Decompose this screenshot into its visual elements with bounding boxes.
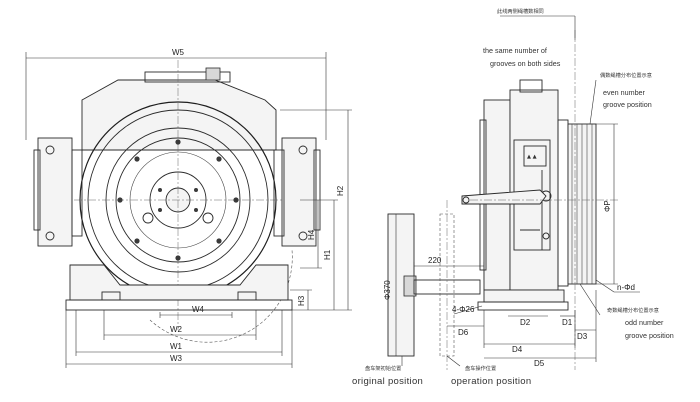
note-even-grooves: 偶数绳槽分布位置示意 even number groove position: [589, 71, 652, 125]
svg-text:此线两侧绳槽数相同: 此线两侧绳槽数相同: [497, 7, 544, 15]
svg-text:original position: original position: [352, 376, 423, 387]
note-operation-position: 盘车操作位置 operation position: [446, 355, 531, 387]
dim-220: 220: [428, 256, 442, 265]
dim-W1: W1: [170, 342, 183, 351]
dim-nphid: n-Φd: [617, 283, 635, 292]
svg-text:the same number of: the same number of: [483, 46, 547, 55]
base-plate: [65, 299, 293, 311]
side-view: Φ370 220 ▲ ▲: [383, 30, 640, 370]
dim-H3: H3: [297, 295, 306, 306]
dim-phiP: ΦP: [603, 200, 612, 212]
top-plate: [144, 71, 231, 83]
svg-text:groove position: groove position: [625, 331, 674, 340]
swing-arc: [149, 249, 293, 343]
side-base: [483, 289, 565, 303]
brake-left: [33, 137, 83, 247]
svg-text:盘车操作位置: 盘车操作位置: [465, 364, 496, 372]
base: [69, 264, 289, 301]
dim-D5: D5: [534, 359, 545, 368]
svg-text:odd number: odd number: [625, 318, 664, 327]
svg-text:▲ ▲: ▲ ▲: [527, 154, 537, 160]
dim-phi370: Φ370: [383, 280, 392, 300]
dim-D3: D3: [577, 332, 588, 341]
dim-W4: W4: [192, 305, 205, 314]
note-original-position: 盘车架初始位置 original position: [352, 356, 423, 387]
svg-text:盘车架初始位置: 盘车架初始位置: [365, 364, 401, 372]
terminal-box: [205, 67, 221, 81]
note-same-grooves: 此线两侧绳槽数相同 the same number of grooves on …: [483, 7, 576, 68]
dim-W2: W2: [170, 325, 183, 334]
bolt-holes: [117, 139, 239, 261]
dim-H1: H1: [323, 249, 332, 260]
dim-D6: D6: [458, 328, 469, 337]
handwheel-hub: [403, 275, 417, 297]
brake-right: [273, 137, 321, 247]
note-odd-grooves: 奇数绳槽分布位置示意 odd number groove position: [579, 283, 674, 340]
svg-text:operation position: operation position: [451, 376, 531, 387]
dim-H2: H2: [336, 185, 345, 196]
dim-W3: W3: [170, 354, 183, 363]
svg-text:even number: even number: [603, 88, 646, 97]
dim-W5: W5: [172, 48, 185, 57]
svg-text:奇数绳槽分布位置示意: 奇数绳槽分布位置示意: [607, 306, 659, 314]
dim-D4: D4: [512, 345, 523, 354]
sheave-grooves: [567, 123, 597, 285]
dim-H4: H4: [307, 229, 316, 240]
svg-text:grooves on both sides: grooves on both sides: [490, 59, 561, 68]
dim-D1: D1: [562, 318, 573, 327]
svg-text:偶数绳槽分布位置示意: 偶数绳槽分布位置示意: [600, 71, 652, 79]
dim-D2: D2: [520, 318, 531, 327]
dim-holes: 4-Φ26: [452, 305, 475, 314]
svg-text:groove position: groove position: [603, 100, 652, 109]
front-view: W5 W4 W2 W1 W3 H2 H1 H4: [25, 48, 352, 368]
top-cover: [81, 79, 277, 151]
